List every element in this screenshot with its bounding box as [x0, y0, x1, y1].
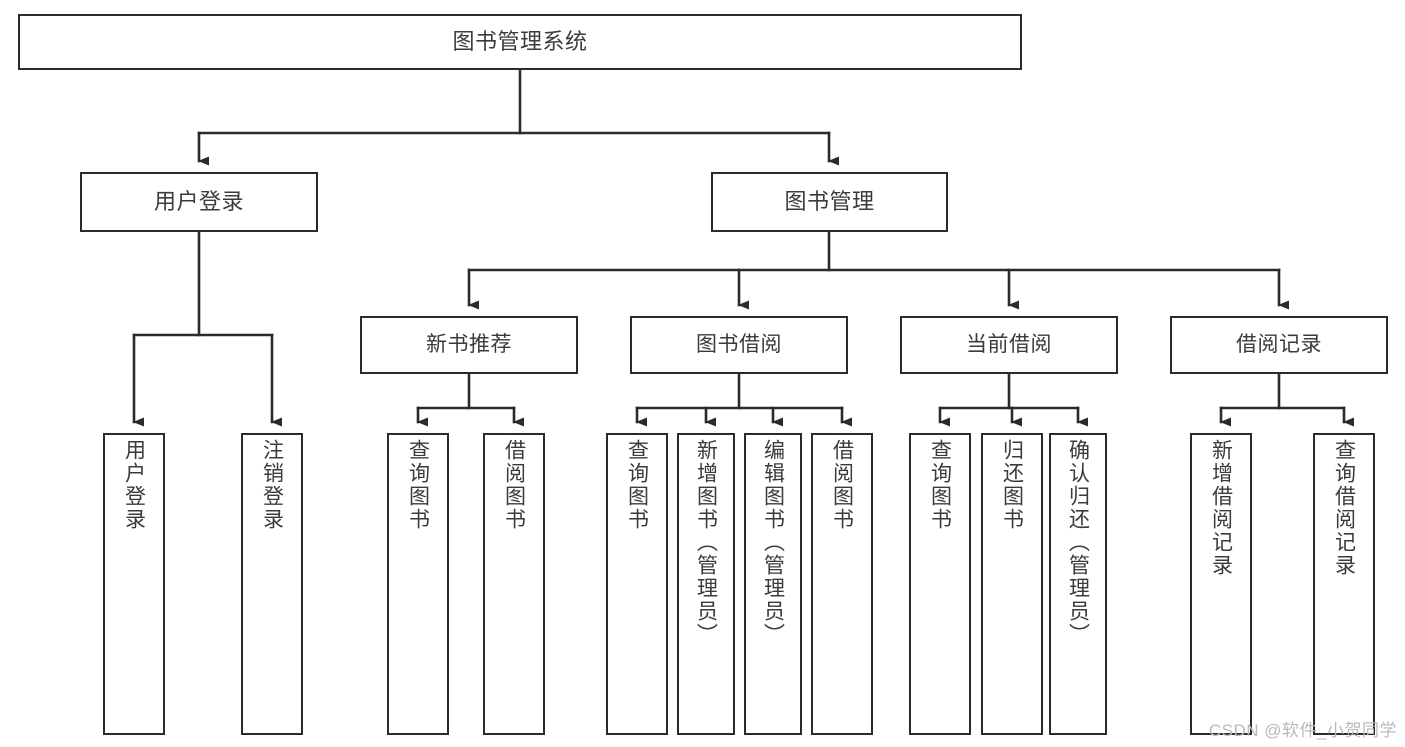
node-leaf-return-book[interactable]: 归还图书	[981, 433, 1043, 735]
node-root-label: 图书管理系统	[452, 29, 588, 55]
node-book-manage-label: 图书管理	[784, 189, 875, 215]
node-leaf-edit-book[interactable]: 编辑图书（管理员）	[744, 433, 802, 735]
node-leaf-add-book-label: 新增图书（管理员）	[694, 439, 718, 646]
node-leaf-borrow-book-2[interactable]: 借阅图书	[811, 433, 873, 735]
node-leaf-query-book-2-label: 查询图书	[625, 439, 649, 531]
watermark-text: CSDN @软件_小贺同学	[1208, 721, 1397, 740]
node-leaf-query-book-1[interactable]: 查询图书	[387, 433, 449, 735]
node-leaf-user-login[interactable]: 用户登录	[103, 433, 165, 735]
node-leaf-add-record-label: 新增借阅记录	[1209, 439, 1233, 577]
node-leaf-return-book-label: 归还图书	[1000, 439, 1024, 531]
node-borrow-record[interactable]: 借阅记录	[1170, 316, 1388, 374]
node-leaf-logout-label: 注销登录	[260, 439, 284, 531]
node-user-login[interactable]: 用户登录	[80, 172, 318, 232]
node-leaf-add-record[interactable]: 新增借阅记录	[1190, 433, 1252, 735]
node-root[interactable]: 图书管理系统	[18, 14, 1022, 70]
node-new-book-recommend[interactable]: 新书推荐	[360, 316, 578, 374]
node-book-borrow[interactable]: 图书借阅	[630, 316, 848, 374]
node-current-borrow-label: 当前借阅	[966, 332, 1052, 356]
node-new-book-recommend-label: 新书推荐	[426, 332, 512, 356]
node-leaf-query-book-3[interactable]: 查询图书	[909, 433, 971, 735]
node-leaf-borrow-book-2-label: 借阅图书	[830, 439, 854, 531]
node-leaf-confirm-return-label: 确认归还（管理员）	[1066, 439, 1090, 646]
node-leaf-query-record-label: 查询借阅记录	[1332, 439, 1356, 577]
node-leaf-add-book[interactable]: 新增图书（管理员）	[677, 433, 735, 735]
node-leaf-query-book-3-label: 查询图书	[928, 439, 952, 531]
node-leaf-borrow-book-1[interactable]: 借阅图书	[483, 433, 545, 735]
node-leaf-logout[interactable]: 注销登录	[241, 433, 303, 735]
node-book-manage[interactable]: 图书管理	[711, 172, 948, 232]
node-leaf-user-login-label: 用户登录	[122, 439, 146, 531]
node-leaf-edit-book-label: 编辑图书（管理员）	[761, 439, 785, 646]
node-leaf-query-record[interactable]: 查询借阅记录	[1313, 433, 1375, 735]
node-leaf-query-book-2[interactable]: 查询图书	[606, 433, 668, 735]
node-book-borrow-label: 图书借阅	[696, 332, 782, 356]
node-leaf-borrow-book-1-label: 借阅图书	[502, 439, 526, 531]
node-leaf-confirm-return[interactable]: 确认归还（管理员）	[1049, 433, 1107, 735]
node-borrow-record-label: 借阅记录	[1236, 332, 1322, 356]
node-leaf-query-book-1-label: 查询图书	[406, 439, 430, 531]
node-user-login-label: 用户登录	[153, 189, 244, 215]
node-current-borrow[interactable]: 当前借阅	[900, 316, 1118, 374]
